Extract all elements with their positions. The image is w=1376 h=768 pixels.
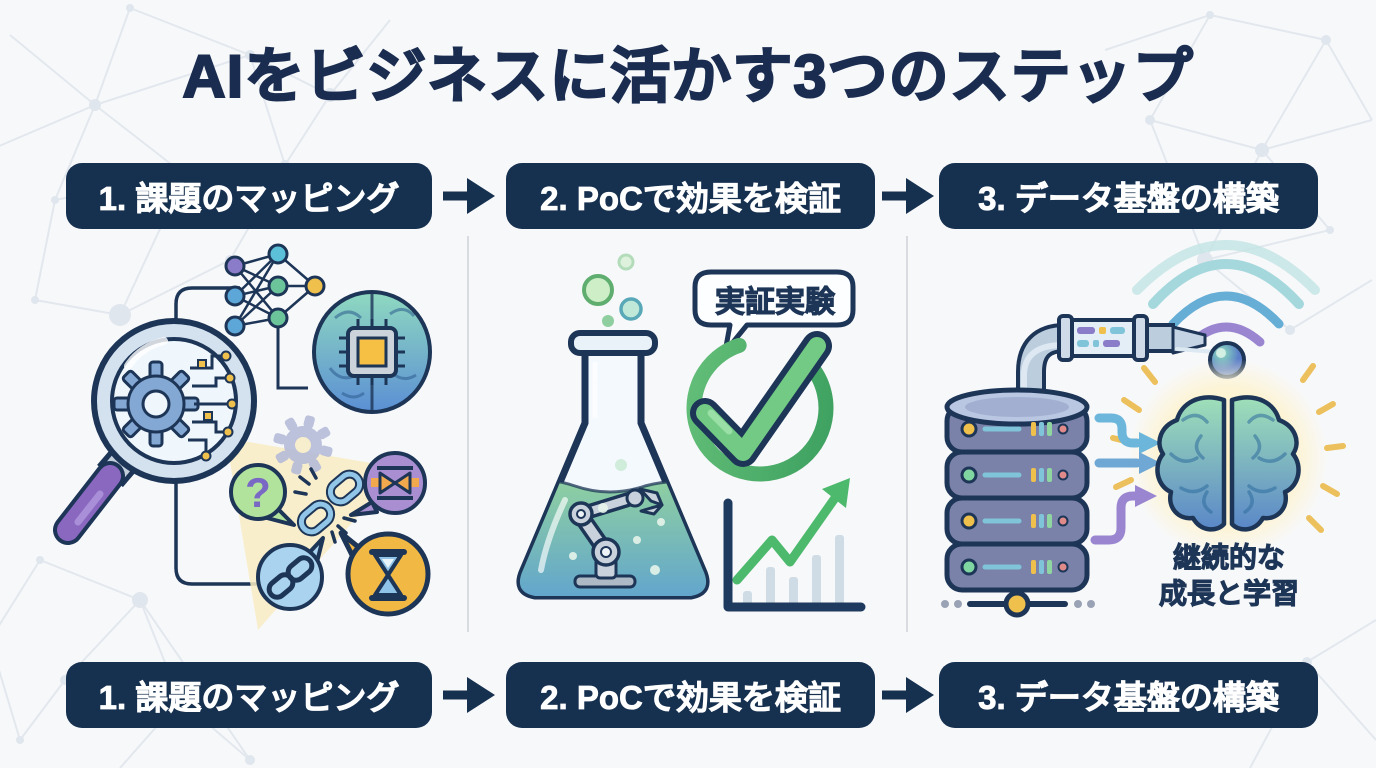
data-stream-dashes	[1077, 327, 1125, 347]
magnifier-gear-circuit-icon	[53, 318, 257, 545]
data-pipe-icon	[1016, 314, 1217, 440]
check-circle-icon	[686, 331, 834, 482]
brain-chip-icon	[312, 290, 432, 414]
step-1-label: 1. 課題のマッピング	[98, 679, 400, 717]
panel-data-platform	[941, 240, 1346, 618]
neural-network-icon	[224, 243, 326, 390]
flask-robot-icon	[516, 253, 710, 600]
growth-caption-line1: 継続的な	[1172, 541, 1285, 573]
network-node-icon	[941, 590, 1095, 618]
step-1-label: 1. 課題のマッピング	[98, 180, 400, 218]
chain-circle-icon	[256, 536, 325, 611]
step-3-label: 3. データ基盤の構築	[978, 679, 1280, 717]
question-mark: ?	[245, 469, 271, 516]
panel-issue-mapping: ?	[53, 243, 432, 630]
server-leds	[960, 420, 1069, 576]
brain-icon	[1155, 395, 1301, 532]
hourglass-bubble-icon	[338, 530, 431, 617]
arrow-right-icon	[882, 677, 934, 713]
arrow-right-icon	[443, 178, 495, 214]
growth-caption: 継続的な 成長と学習	[1129, 540, 1329, 613]
step-2-label: 2. PoCで効果を検証	[540, 679, 842, 717]
step-banner-1-bottom: 1. 課題のマッピング	[66, 662, 432, 728]
flow-arrows-icon	[1090, 413, 1161, 545]
step-banner-2-bottom: 2. PoCで効果を検証	[506, 662, 875, 728]
bubbles-icon	[582, 253, 643, 327]
panel-divider	[906, 236, 908, 632]
question-bubble-icon: ?	[229, 463, 296, 527]
speech-bubble	[692, 269, 856, 355]
speech-bubble-label: 実証実験	[715, 286, 836, 320]
server-stack-icon	[944, 387, 1090, 593]
step-banner-2-top: 2. PoCで効果を検証	[506, 163, 875, 229]
bottleneck-bubble-icon	[349, 451, 427, 517]
panel-poc-validation	[516, 253, 866, 612]
growth-caption-line2: 成長と学習	[1158, 578, 1299, 610]
step-2-label: 2. PoCで効果を検証	[540, 180, 842, 218]
arrow-right-icon	[443, 677, 495, 713]
broken-chain-icon	[293, 467, 365, 544]
step-banner-1-top: 1. 課題のマッピング	[66, 163, 432, 229]
panel-divider	[467, 236, 469, 632]
growth-chart-icon	[723, 478, 866, 612]
step-banner-3-top: 3. データ基盤の構築	[939, 163, 1318, 229]
arrow-right-icon	[882, 178, 934, 214]
wifi-icon	[1132, 240, 1320, 347]
step-3-label: 3. データ基盤の構築	[978, 180, 1280, 218]
step-banner-3-bottom: 3. データ基盤の構築	[939, 662, 1318, 728]
page-title: AIをビジネスに活かす3つのステップ	[181, 42, 1194, 111]
faded-gear-icon	[273, 415, 333, 475]
